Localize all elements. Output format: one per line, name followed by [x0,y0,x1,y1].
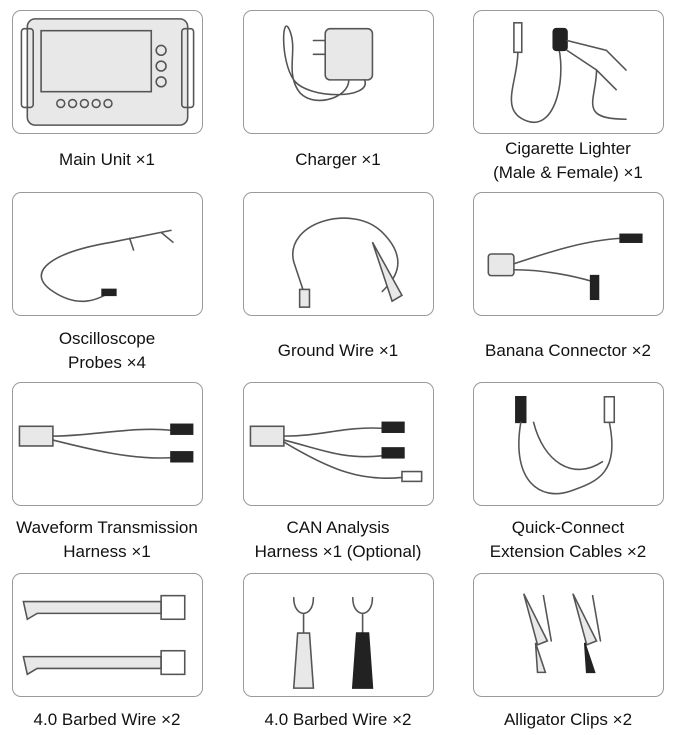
item-name: Waveform Transmission [16,518,198,537]
caption-ground-wire: Ground Wire ×1 [218,339,458,363]
item-name: Ground Wire [277,341,375,360]
item-name: Charger [295,150,357,169]
alligator-clips-image [473,573,664,697]
item-qty: ×1 [361,150,381,169]
item-name: Oscilloscope [58,329,156,348]
extension-cables-image [473,382,664,506]
item-qty: ×2 [626,542,647,561]
main-unit-image [12,10,203,134]
item-name: Cigarette Lighter [505,139,631,158]
caption-banana-connector: Banana Connector ×2 [448,339,674,363]
item-qty: ×1 [623,163,643,182]
item-name: CAN Analysis [286,518,390,537]
caption-charger: Charger ×1 [218,148,458,172]
item-name: Quick-Connect [511,518,625,537]
charger-image [243,10,434,134]
item-name: 4.0 Barbed Wire [264,710,388,729]
item-qty: ×1 [135,150,155,169]
item-name: Alligator Clips [503,710,608,729]
item-name: 4.0 Barbed Wire [33,710,157,729]
ground-wire-image [243,192,434,316]
item-name-line2: (Male & Female) [493,163,619,182]
banana-connector-image [473,192,664,316]
cigarette-lighter-image [473,10,664,134]
barbed-wire-connectors-image [243,573,434,697]
waveform-harness-image [12,382,203,506]
caption-alligator-clips: Alligator Clips ×2 [448,708,674,732]
item-name-line2: Harness [254,542,318,561]
caption-cigarette-lighter: Cigarette Lighter (Male & Female) ×1 [448,137,674,185]
barbed-wire-probes-image [12,573,203,697]
item-name: Banana Connector [485,341,627,360]
caption-main-unit: Main Unit ×1 [0,148,227,172]
oscilloscope-probes-image [12,192,203,316]
item-qty: ×4 [126,353,146,372]
item-qty: ×1 (Optional) [322,542,422,561]
item-qty: ×1 [131,542,151,561]
item-name-line2: Extension Cables [489,542,623,561]
can-harness-image [243,382,434,506]
item-name-line2: Harness [63,542,127,561]
item-name: Main Unit [59,150,131,169]
caption-barbed-wire-2: 4.0 Barbed Wire ×2 [218,708,458,732]
caption-barbed-wire-1: 4.0 Barbed Wire ×2 [0,708,227,732]
item-qty: ×2 [392,710,412,729]
item-name-line2: Probes [68,353,122,372]
item-qty: ×2 [612,710,633,729]
item-qty: ×1 [378,341,399,360]
item-qty: ×2 [631,341,651,360]
item-qty: ×2 [161,710,181,729]
